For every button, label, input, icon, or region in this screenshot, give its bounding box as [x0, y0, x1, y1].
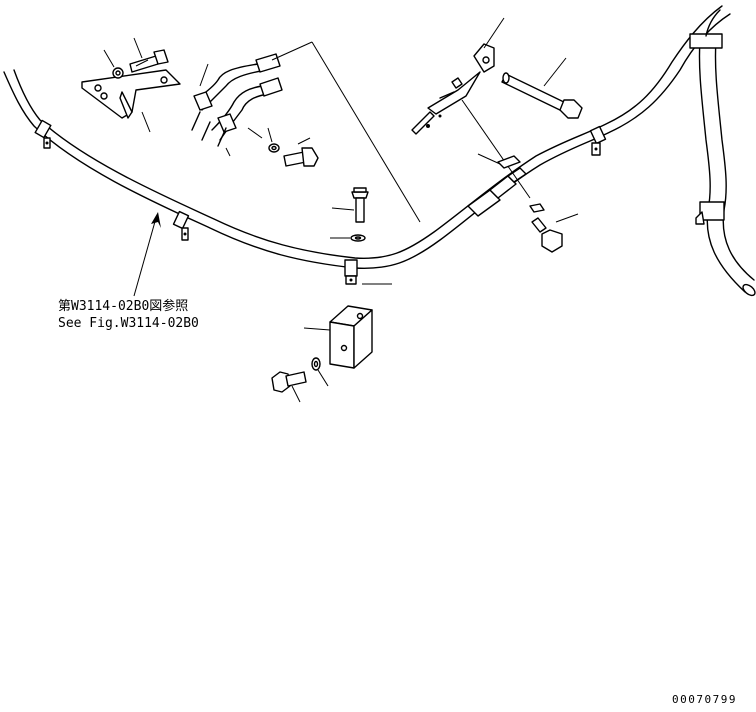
right-vertical-hose	[689, 9, 756, 297]
tube-clip-mid-left	[172, 210, 190, 241]
washer-upper-left	[103, 49, 124, 79]
reference-note-en: See Fig.W3114-02B0	[58, 316, 199, 331]
leader-bracket-to-connector	[461, 99, 531, 199]
clip-near-connector	[477, 153, 521, 169]
tube-clip-center	[344, 259, 358, 285]
long-bolt-upper-right	[501, 57, 583, 119]
leader-harness-long	[311, 41, 421, 223]
washer-right-center	[529, 203, 545, 213]
tube-clamp-upper	[191, 53, 283, 157]
bracket-lower-center	[303, 305, 373, 369]
leader-clamp-to-harness	[271, 41, 313, 61]
bolt-right-center	[531, 213, 579, 253]
washer-center	[330, 234, 366, 242]
main-harness-tube	[3, 5, 731, 269]
bolt-lower-center	[271, 371, 307, 403]
bracket-upper-right	[411, 17, 505, 135]
bracket-upper-left	[81, 69, 181, 133]
reference-note-jp: 第W3114-02B0図参照	[58, 298, 188, 314]
washer-lower-center	[311, 357, 329, 387]
tube-connector	[467, 167, 527, 217]
reference-arrow	[133, 212, 161, 297]
bolt-center-upper	[331, 187, 369, 223]
drawing-number: 00070799	[672, 693, 737, 706]
bolt-upper-left	[129, 37, 169, 73]
tube-clip-left	[34, 119, 52, 149]
washer-mid-left	[247, 127, 280, 153]
bolt-mid-left	[283, 137, 319, 167]
tube-clip-right	[589, 125, 607, 156]
